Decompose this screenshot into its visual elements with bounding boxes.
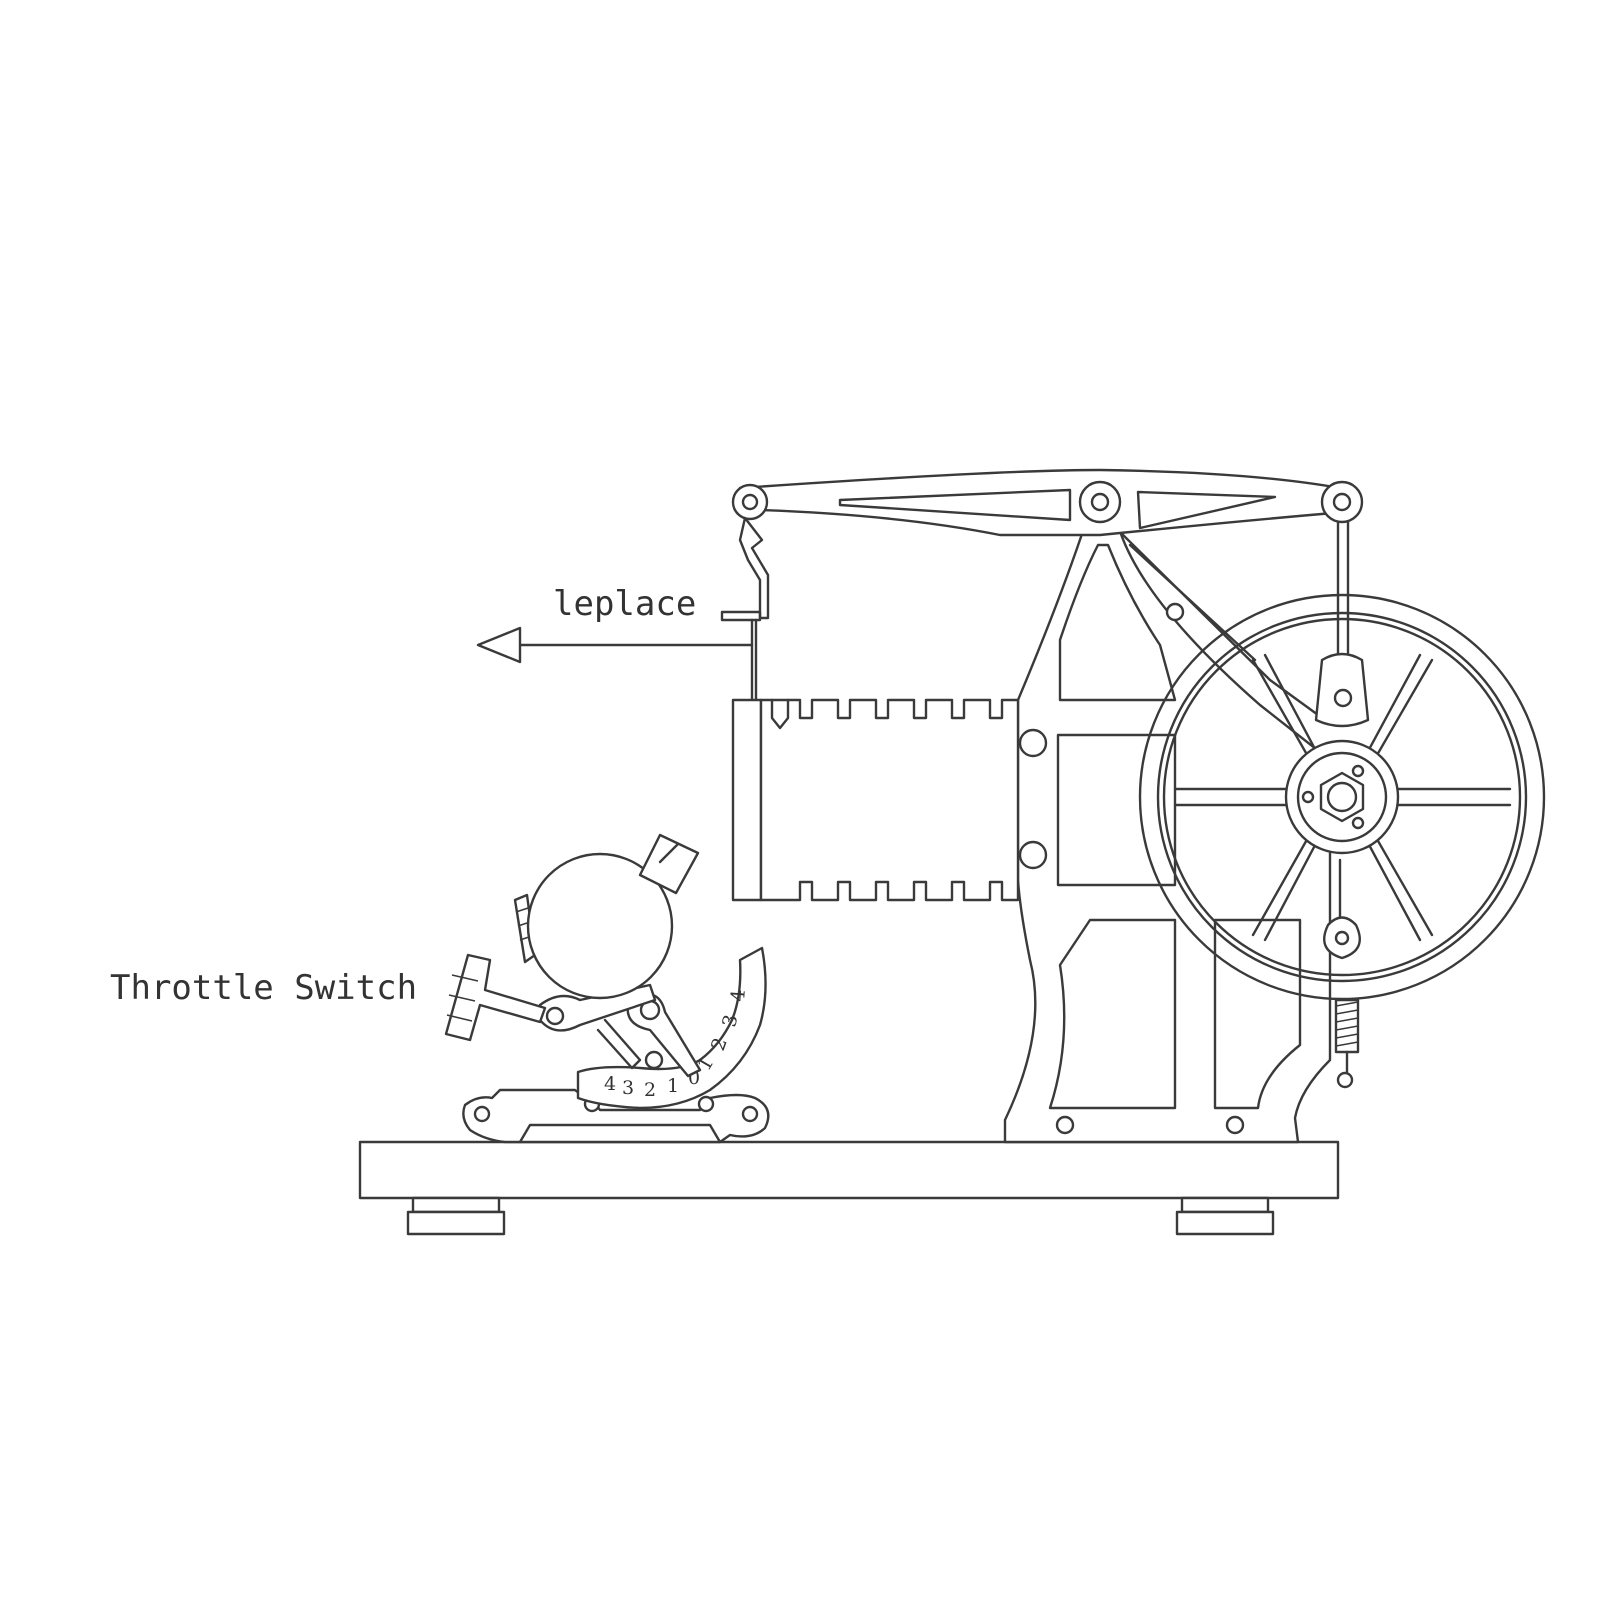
walking-beam xyxy=(731,468,1364,537)
replace-label: leplace xyxy=(553,584,697,624)
throttle-handle[interactable] xyxy=(444,953,547,1042)
flywheel xyxy=(1138,593,1546,1001)
dial-lower-1: 1 xyxy=(667,1075,679,1097)
foot-right xyxy=(1175,1196,1275,1236)
base-plate xyxy=(358,1140,1340,1200)
cylinder xyxy=(731,698,1020,902)
throttle-lever xyxy=(538,983,702,1078)
replace-arrow xyxy=(476,626,754,664)
foot-left xyxy=(406,1196,506,1236)
dial-lower-3: 3 xyxy=(622,1077,634,1099)
dial-upper-3: 3 xyxy=(718,1013,742,1029)
lower-crank xyxy=(1323,858,1361,960)
throttle-dial: 4 3 2 1 0 1 2 3 4 xyxy=(576,946,767,1110)
burner xyxy=(513,833,700,1000)
dial-lower-2: 2 xyxy=(644,1079,656,1101)
throttle-switch-label: Throttle Switch xyxy=(110,968,418,1008)
spring xyxy=(1334,998,1360,1089)
dial-lower-4: 4 xyxy=(604,1073,616,1095)
dial-upper-4: 4 xyxy=(727,989,750,1003)
displacer-linkage xyxy=(720,516,770,702)
connecting-rod xyxy=(1314,520,1370,728)
